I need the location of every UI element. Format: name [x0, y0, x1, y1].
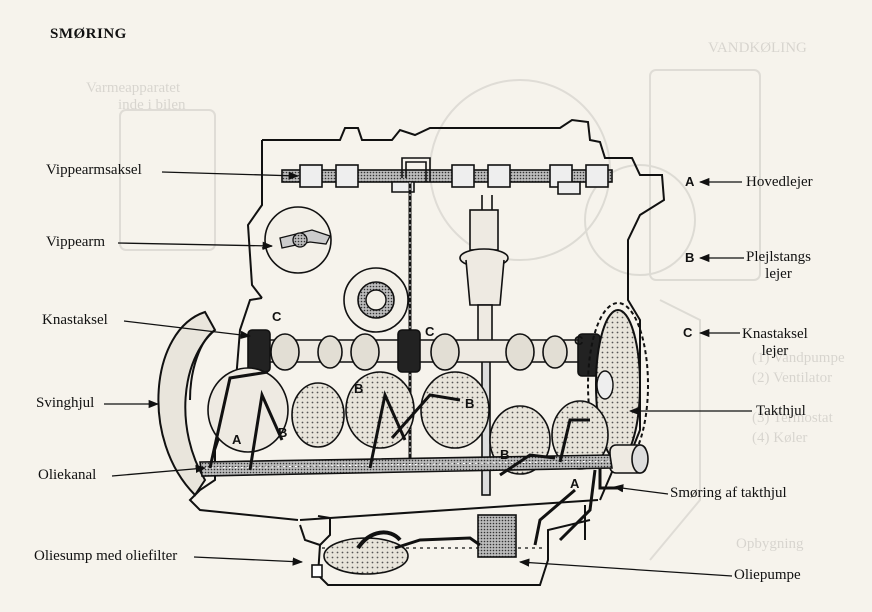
key-b: B: [685, 250, 695, 265]
diagram-mark-b: B: [465, 396, 475, 411]
label-smoring-takthjul: Smøring af takthjul: [670, 485, 787, 501]
cam-bearing-detail: [343, 267, 409, 333]
rocker-shaft: [281, 164, 613, 195]
diagram-mark-b: B: [278, 425, 288, 440]
rocker-arm-detail: [261, 206, 332, 274]
diagram-mark-b: B: [354, 381, 364, 396]
key-c: C: [683, 325, 693, 340]
bleed-line: (2) Ventilator: [752, 370, 833, 386]
diagram-mark-b: B: [500, 447, 510, 462]
flywheel: [157, 310, 217, 497]
bleed-line: (3) Termostat: [752, 410, 833, 426]
oil-feed-lines: [208, 370, 620, 546]
label-knastaksel: Knastaksel: [42, 312, 108, 328]
label-oliekanal: Oliekanal: [38, 467, 97, 483]
diagram-mark-a: A: [232, 432, 242, 447]
label-knastaksel-lejer: Knastaksel lejer: [742, 326, 808, 359]
camshaft: [247, 329, 601, 377]
oil-pump-and-filter: [311, 514, 517, 578]
bleed-line: (4) Køler: [752, 430, 808, 446]
diagram-mark-c: C: [574, 333, 584, 348]
key-a: A: [685, 174, 695, 189]
bleed-line: Varmeapparatet: [86, 80, 181, 96]
label-plejlstangs-lejer: Plejlstangs lejer: [746, 249, 812, 282]
callout-lines: [104, 171, 752, 577]
bleed-line: (1) Vandpumpe: [752, 350, 845, 366]
label-hovedlejer: Hovedlejer: [746, 174, 813, 190]
diagram-mark-a: A: [570, 476, 580, 491]
diagram-mark-c: C: [272, 309, 282, 324]
diagram-mark-c: C: [425, 324, 435, 339]
bleed-heading: VANDKØLING: [708, 40, 807, 56]
label-oliepumpe: Oliepumpe: [734, 567, 801, 583]
bleed-line: Opbygning: [736, 536, 804, 552]
label-svinghjul: Svinghjul: [36, 395, 95, 411]
label-takthjul: Takthjul: [756, 403, 806, 419]
page-title: SMØRING: [50, 26, 127, 42]
label-oliesump: Oliesump med oliefilter: [34, 548, 178, 564]
bleed-line: inde i bilen: [118, 97, 186, 113]
label-vippearmsaksel: Vippearmsaksel: [46, 162, 142, 178]
label-vippearm: Vippearm: [46, 234, 106, 250]
bleed-engine-ghost: [119, 69, 761, 561]
